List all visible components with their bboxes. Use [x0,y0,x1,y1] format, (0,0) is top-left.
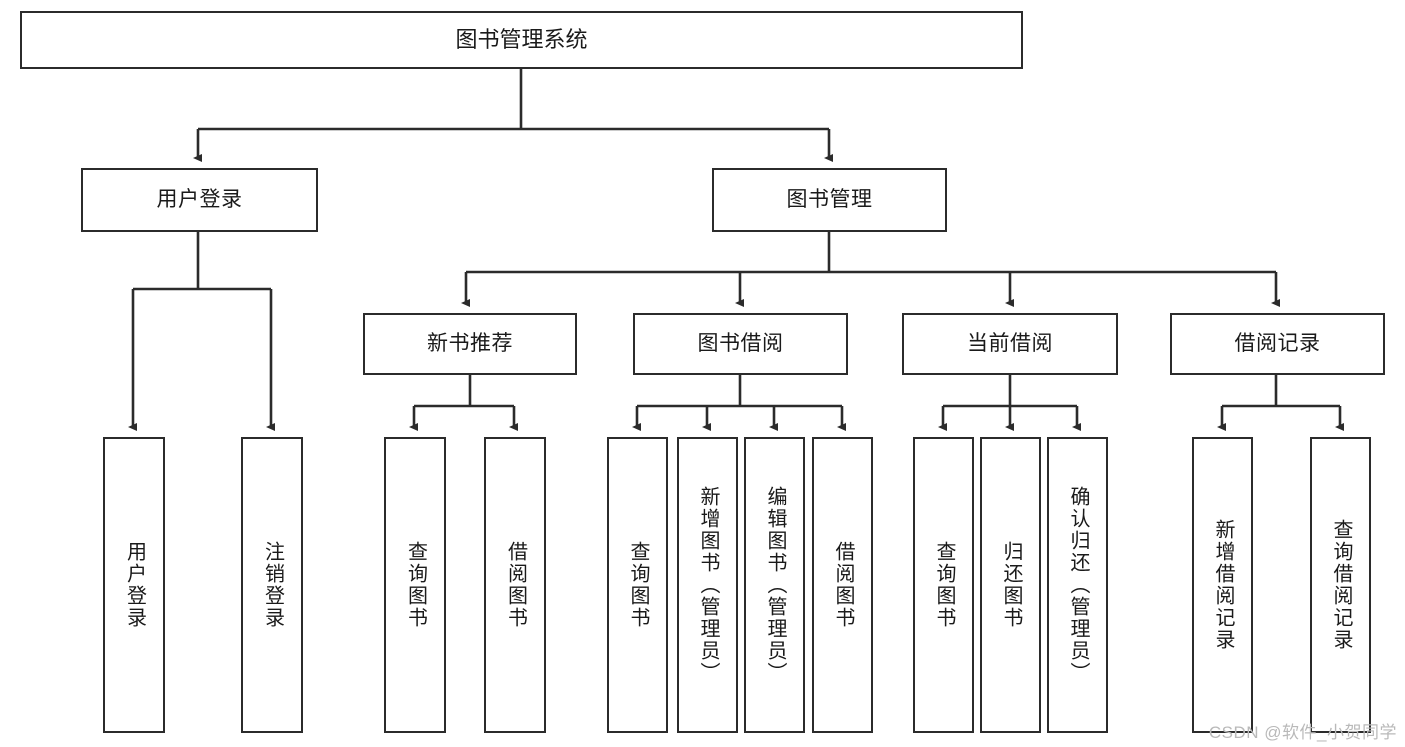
node-label: 编辑图书（管理员） [764,486,786,684]
node-label: 图书管理 [786,187,873,211]
node-label: 确认归还（管理员） [1067,486,1089,684]
leaf-user-logout[interactable]: 注销登录 [241,437,303,733]
leaf-borrow-borrow-book[interactable]: 借阅图书 [812,437,873,733]
node-label: 新增图书（管理员） [697,486,719,684]
node-label: 归还图书 [1000,541,1022,629]
leaf-borrow-edit-book[interactable]: 编辑图书（管理员） [744,437,805,733]
node-user-login[interactable]: 用户登录 [81,168,318,232]
node-label: 查询图书 [933,541,955,629]
node-label: 查询借阅记录 [1330,519,1352,651]
node-label: 用户登录 [123,541,146,629]
node-label: 图书管理系统 [455,27,588,53]
node-label: 借阅图书 [832,541,854,629]
node-label: 当前借阅 [967,331,1053,355]
leaf-borrow-query-book[interactable]: 查询图书 [607,437,668,733]
node-borrow-record[interactable]: 借阅记录 [1170,313,1385,375]
leaf-current-return-book[interactable]: 归还图书 [980,437,1041,733]
leaf-current-query-book[interactable]: 查询图书 [913,437,974,733]
leaf-user-login[interactable]: 用户登录 [103,437,165,733]
leaf-recommend-borrow-book[interactable]: 借阅图书 [484,437,546,733]
node-book-borrow[interactable]: 图书借阅 [633,313,848,375]
leaf-record-query[interactable]: 查询借阅记录 [1310,437,1371,733]
node-root-system[interactable]: 图书管理系统 [20,11,1023,69]
node-label: 借阅图书 [504,541,527,629]
leaf-recommend-query-book[interactable]: 查询图书 [384,437,446,733]
node-label: 新书推荐 [427,331,513,355]
node-new-book-recommend[interactable]: 新书推荐 [363,313,577,375]
node-book-management[interactable]: 图书管理 [712,168,947,232]
leaf-record-add[interactable]: 新增借阅记录 [1192,437,1253,733]
node-current-borrow[interactable]: 当前借阅 [902,313,1118,375]
leaf-current-confirm-return[interactable]: 确认归还（管理员） [1047,437,1108,733]
node-label: 注销登录 [261,541,284,629]
node-label: 图书借阅 [697,331,784,355]
node-label: 查询图书 [404,541,427,629]
node-label: 借阅记录 [1234,331,1321,355]
node-label: 用户登录 [156,187,243,211]
node-label: 查询图书 [627,541,649,629]
csdn-watermark: CSDN @软件_小贺同学 [1208,723,1397,742]
node-label: 新增借阅记录 [1212,519,1234,651]
leaf-borrow-add-book[interactable]: 新增图书（管理员） [677,437,738,733]
